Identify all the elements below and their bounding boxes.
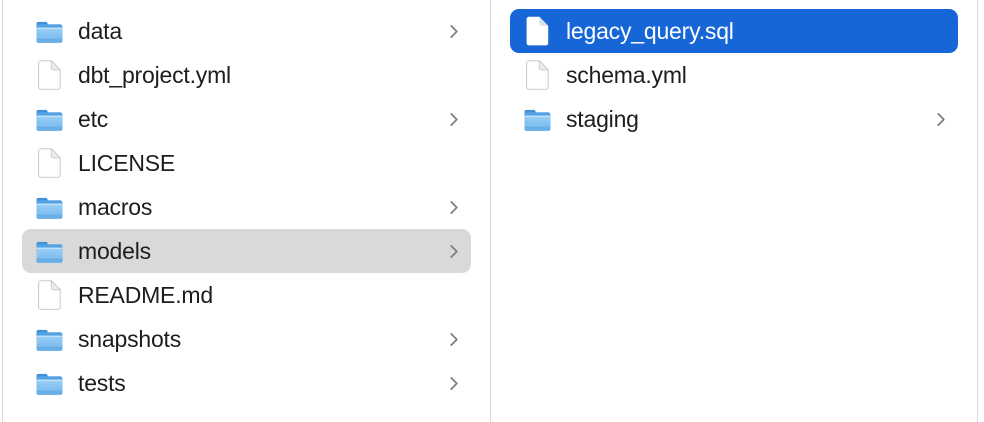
- file-row-staging[interactable]: staging: [510, 97, 958, 141]
- file-row-icon-box: [522, 97, 552, 141]
- folder-icon: [36, 373, 62, 395]
- file-name-label: etc: [78, 105, 109, 132]
- file-row-icon-box: [34, 229, 64, 273]
- file-name-label: tests: [78, 369, 126, 396]
- file-row-icon-box: [34, 317, 64, 361]
- file-row-icon-box: [522, 53, 552, 97]
- chevron-right-icon: [935, 111, 946, 127]
- file-name-label: README.md: [78, 281, 213, 308]
- file-row-icon-box: [34, 97, 64, 141]
- file-row-tests[interactable]: tests: [22, 361, 471, 405]
- file-row-data[interactable]: data: [22, 9, 471, 53]
- file-row-etc[interactable]: etc: [22, 97, 471, 141]
- file-column-parent: data dbt_project.yml: [2, 0, 491, 422]
- file-row-icon-box: [34, 9, 64, 53]
- file-icon: [526, 60, 549, 90]
- file-name-label: LICENSE: [78, 149, 176, 176]
- folder-icon: [524, 109, 550, 131]
- file-name-label: snapshots: [78, 325, 182, 352]
- file-icon: [526, 16, 549, 46]
- file-row-icon-box: [34, 185, 64, 229]
- file-name-label: data: [78, 17, 122, 44]
- file-row-LICENSE[interactable]: LICENSE: [22, 141, 471, 185]
- chevron-right-icon: [448, 331, 459, 347]
- folder-icon: [36, 329, 62, 351]
- file-row-icon-box: [522, 9, 552, 53]
- file-row-snapshots[interactable]: snapshots: [22, 317, 471, 361]
- file-icon: [38, 60, 61, 90]
- file-row-icon-box: [34, 141, 64, 185]
- file-name-label: schema.yml: [566, 61, 687, 88]
- file-row-macros[interactable]: macros: [22, 185, 471, 229]
- file-name-label: dbt_project.yml: [78, 61, 231, 88]
- file-row-schema.yml[interactable]: schema.yml: [510, 53, 958, 97]
- file-icon: [38, 280, 61, 310]
- empty-area: [978, 0, 984, 422]
- file-row-icon-box: [34, 273, 64, 317]
- file-name-label: staging: [566, 105, 639, 132]
- file-row-README.md[interactable]: README.md: [22, 273, 471, 317]
- folder-icon: [36, 21, 62, 43]
- file-name-label: models: [78, 237, 151, 264]
- file-row-icon-box: [34, 361, 64, 405]
- chevron-right-icon: [448, 243, 459, 259]
- file-name-label: legacy_query.sql: [566, 17, 734, 44]
- file-name-label: macros: [78, 193, 153, 220]
- file-icon: [38, 148, 61, 178]
- chevron-right-icon: [448, 111, 459, 127]
- chevron-right-icon: [448, 199, 459, 215]
- folder-icon: [36, 197, 62, 219]
- folder-icon: [36, 241, 62, 263]
- chevron-right-icon: [448, 23, 459, 39]
- file-column-models: legacy_query.sql schema.yml: [491, 0, 978, 422]
- file-row-icon-box: [34, 53, 64, 97]
- file-row-dbt_project.yml[interactable]: dbt_project.yml: [22, 53, 471, 97]
- chevron-right-icon: [448, 375, 459, 391]
- file-row-legacy_query.sql[interactable]: legacy_query.sql: [510, 9, 958, 53]
- folder-icon: [36, 109, 62, 131]
- file-row-models[interactable]: models: [22, 229, 471, 273]
